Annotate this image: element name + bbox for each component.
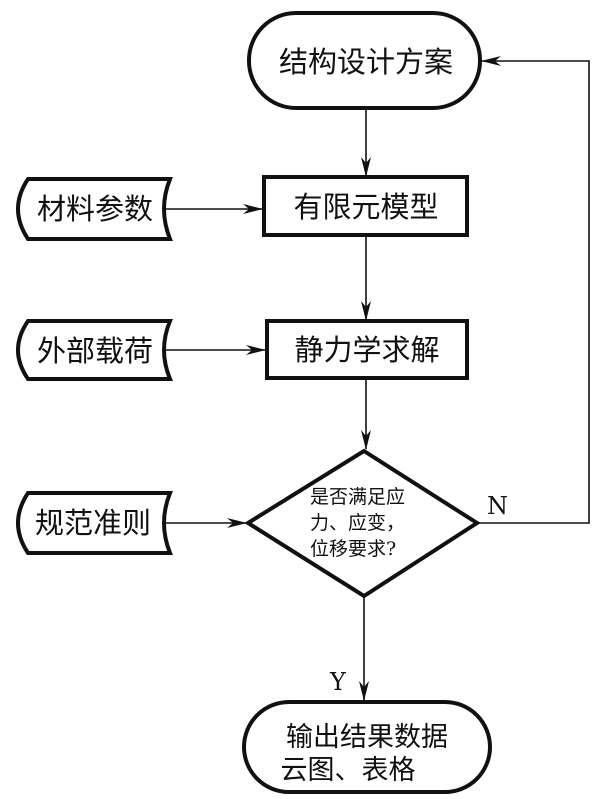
edge-check-to-start-no bbox=[477, 56, 590, 524]
node-start-label: 结构设计方案 bbox=[279, 45, 453, 79]
node-external-loads-label: 外部载荷 bbox=[37, 334, 153, 368]
node-output-line-1: 输出结果数据 bbox=[286, 722, 448, 753]
node-check-line-2: 力、应变， bbox=[310, 512, 405, 534]
node-external-loads: 外部载荷 bbox=[16, 319, 173, 381]
node-output: 输出结果数据 云图、表格 bbox=[242, 700, 492, 794]
node-material-params-label: 材料参数 bbox=[37, 192, 153, 226]
node-output-line-2: 云图、表格 bbox=[281, 755, 416, 786]
node-check-line-3: 位移要求? bbox=[310, 538, 396, 560]
branch-label-yes: Y bbox=[329, 668, 347, 696]
input-shape bbox=[16, 491, 173, 555]
node-static-solve-label: 静力学求解 bbox=[294, 333, 439, 367]
node-code-rules-label: 规范准则 bbox=[35, 506, 151, 540]
node-code-rules: 规范准则 bbox=[16, 491, 173, 555]
branch-label-no: N bbox=[487, 492, 508, 520]
node-check: 是否满足应 力、应变， 位移要求? bbox=[244, 448, 481, 599]
terminal-shape bbox=[242, 700, 492, 794]
node-static-solve: 静力学求解 bbox=[265, 319, 469, 380]
node-fem-model: 有限元模型 bbox=[262, 175, 469, 237]
node-start: 结构设计方案 bbox=[247, 11, 482, 110]
node-fem-model-label: 有限元模型 bbox=[293, 190, 438, 224]
terminal-shape bbox=[247, 11, 482, 110]
process-shape bbox=[265, 319, 469, 380]
node-check-line-1: 是否满足应 bbox=[310, 486, 405, 508]
node-material-params: 材料参数 bbox=[16, 177, 173, 241]
input-shape bbox=[16, 319, 173, 381]
process-shape bbox=[262, 175, 469, 237]
input-shape bbox=[16, 177, 173, 241]
